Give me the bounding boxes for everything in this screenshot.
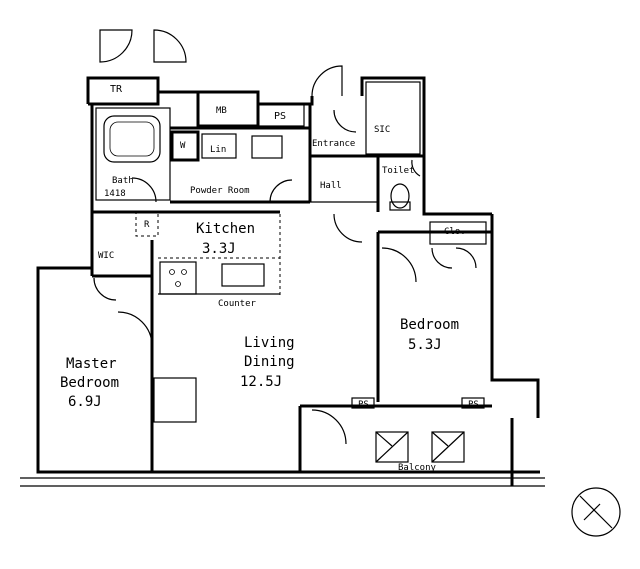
room-label-kitchen: Kitchen <box>196 221 255 237</box>
counter-fixture <box>169 269 187 287</box>
room-label-mb: MB <box>216 106 227 116</box>
room-label-bedroom: Bedroom <box>400 317 459 333</box>
room-label-master-size: 6.9J <box>68 394 102 410</box>
room-label-bedroom-size: 5.3J <box>408 337 442 353</box>
room-label-master-bedroom: Bedroom <box>60 375 119 391</box>
room-label-dining: Dining <box>244 354 295 370</box>
interior-walls <box>90 81 514 486</box>
room-label-ps-left: PS <box>358 400 369 410</box>
room-label-powder-room: Powder Room <box>190 186 250 196</box>
room-label-kitchen-size: 3.3J <box>202 241 236 257</box>
north-arrow-icon <box>571 487 621 537</box>
room-label-tr: TR <box>110 84 123 95</box>
room-label-balcony: Balcony <box>398 463 437 473</box>
room-label-master: Master <box>66 356 117 372</box>
room-label-lin: Lin <box>210 145 226 155</box>
room-label-ps-right: PS <box>468 400 479 410</box>
bathtub <box>103 115 161 163</box>
room-label-ps-top: PS <box>274 111 286 122</box>
room-label-counter: Counter <box>218 299 257 309</box>
door-swings <box>93 29 477 445</box>
room-label-living-size: 12.5J <box>240 374 282 390</box>
room-label-living: Living <box>244 335 295 351</box>
room-label-bath: Bath <box>112 176 134 186</box>
room-label-wic: WIC <box>98 251 114 261</box>
room-label-r: R <box>144 220 150 230</box>
room-label-hall: Hall <box>320 181 342 191</box>
room-label-clo: Clo. <box>444 227 466 237</box>
room-label-toilet: Toilet <box>382 166 415 176</box>
toilet-fixture <box>389 183 411 211</box>
room-label-sic: SIC <box>374 125 390 135</box>
room-label-w: W <box>180 141 186 151</box>
room-label-bath-size: 1418 <box>104 189 126 199</box>
room-label-entrance: Entrance <box>312 139 355 149</box>
